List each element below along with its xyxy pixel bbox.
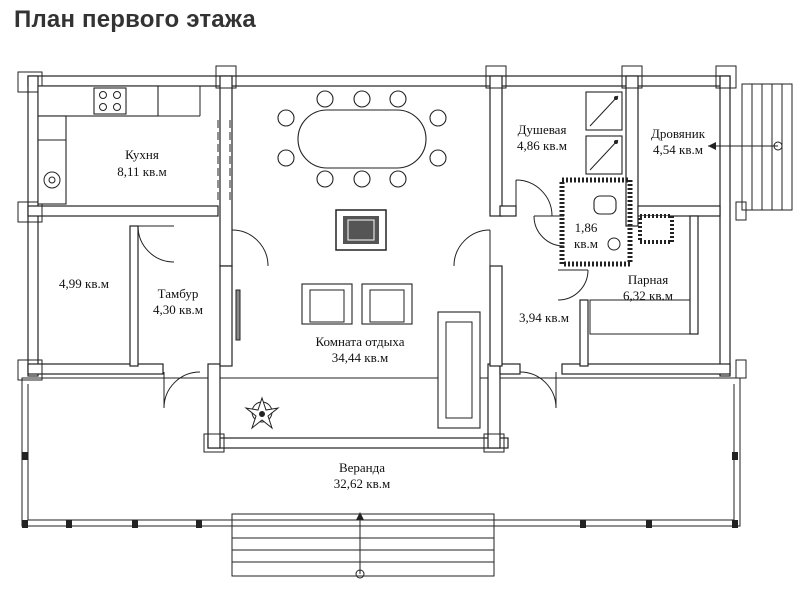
shower-area: 4,86 кв.м: [517, 138, 567, 153]
veranda-outline: [21, 377, 741, 527]
side-steps: [708, 83, 793, 211]
woodshed-name: Дровяник: [651, 126, 706, 141]
shower-name: Душевая: [518, 122, 567, 137]
veranda-area: 32,62 кв.м: [334, 476, 390, 491]
room-area-499: 4,99 кв.м: [59, 276, 109, 291]
wc-area-unit: кв.м: [574, 236, 598, 251]
woodshed-area: 4,54 кв.м: [653, 142, 703, 157]
veranda-name: Веранда: [339, 460, 385, 475]
kitchen-name: Кухня: [125, 147, 159, 162]
dining-table: [277, 90, 447, 188]
stove: [335, 209, 387, 251]
sofa: [437, 311, 481, 429]
living-area: 34,44 кв.м: [332, 350, 388, 365]
wc-block: [559, 177, 633, 267]
vestibule-area: 4,30 кв.м: [153, 302, 203, 317]
steam-room-area: 6,32 кв.м: [623, 288, 673, 303]
armchairs: [301, 283, 413, 325]
log-ends: [17, 65, 747, 453]
kitchen-counter: [37, 85, 201, 205]
shower-cabins: [585, 91, 623, 175]
steam-bench: [589, 299, 691, 335]
veranda-posts: [22, 452, 738, 528]
page-title: План первого этажа: [14, 6, 256, 33]
vestibule-name: Тамбур: [158, 286, 199, 301]
sauna-stove: [638, 214, 674, 244]
door-swings: [137, 179, 589, 409]
wc-area-number: 1,86: [575, 220, 598, 235]
front-steps: [231, 512, 495, 579]
living-name: Комната отдыха: [315, 334, 404, 349]
kitchen-area: 8,11 кв.м: [117, 164, 166, 179]
room-area-394: 3,94 кв.м: [519, 310, 569, 325]
steam-room-name: Парная: [628, 272, 668, 287]
plant-icon: [244, 396, 280, 430]
